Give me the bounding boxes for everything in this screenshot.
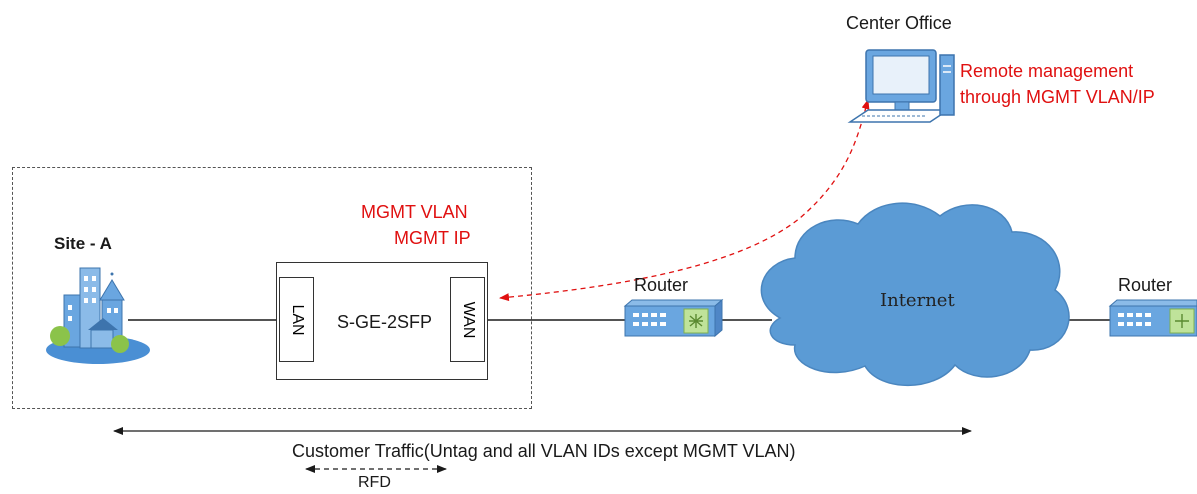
mgmt-vlan-label: MGMT VLAN	[361, 202, 468, 222]
router-right-label: Router	[1118, 275, 1173, 295]
s-ge-2sfp-device: LAN S-GE-2SFP WAN	[276, 262, 488, 380]
device-name: S-GE-2SFP	[337, 312, 433, 332]
remote-management-note-2: through MGMT VLAN/IP	[960, 87, 1155, 107]
customer-traffic-label: Customer Traffic(Untag and all VLAN IDs …	[292, 441, 796, 461]
wan-port: WAN	[450, 277, 485, 362]
internet-cloud	[760, 202, 1070, 386]
site-a-label: Site - A	[54, 234, 112, 253]
mgmt-ip-label: MGMT IP	[394, 228, 471, 248]
remote-management-path	[499, 99, 870, 302]
rfd-label: RFD	[358, 474, 391, 491]
site-buildings-icon	[46, 267, 150, 364]
lan-port: LAN	[279, 277, 314, 362]
wan-port-label: WAN	[459, 301, 477, 338]
remote-management-note-1: Remote management	[960, 61, 1134, 81]
router-right-icon	[1108, 299, 1197, 337]
computer-icon	[847, 49, 955, 123]
center-office-label: Center Office	[846, 13, 952, 33]
router-left-icon	[623, 298, 724, 338]
site-a-boundary	[12, 167, 532, 409]
internet-label: Internet	[880, 290, 955, 311]
router-left-label: Router	[634, 275, 689, 295]
lan-port-label: LAN	[288, 303, 306, 336]
